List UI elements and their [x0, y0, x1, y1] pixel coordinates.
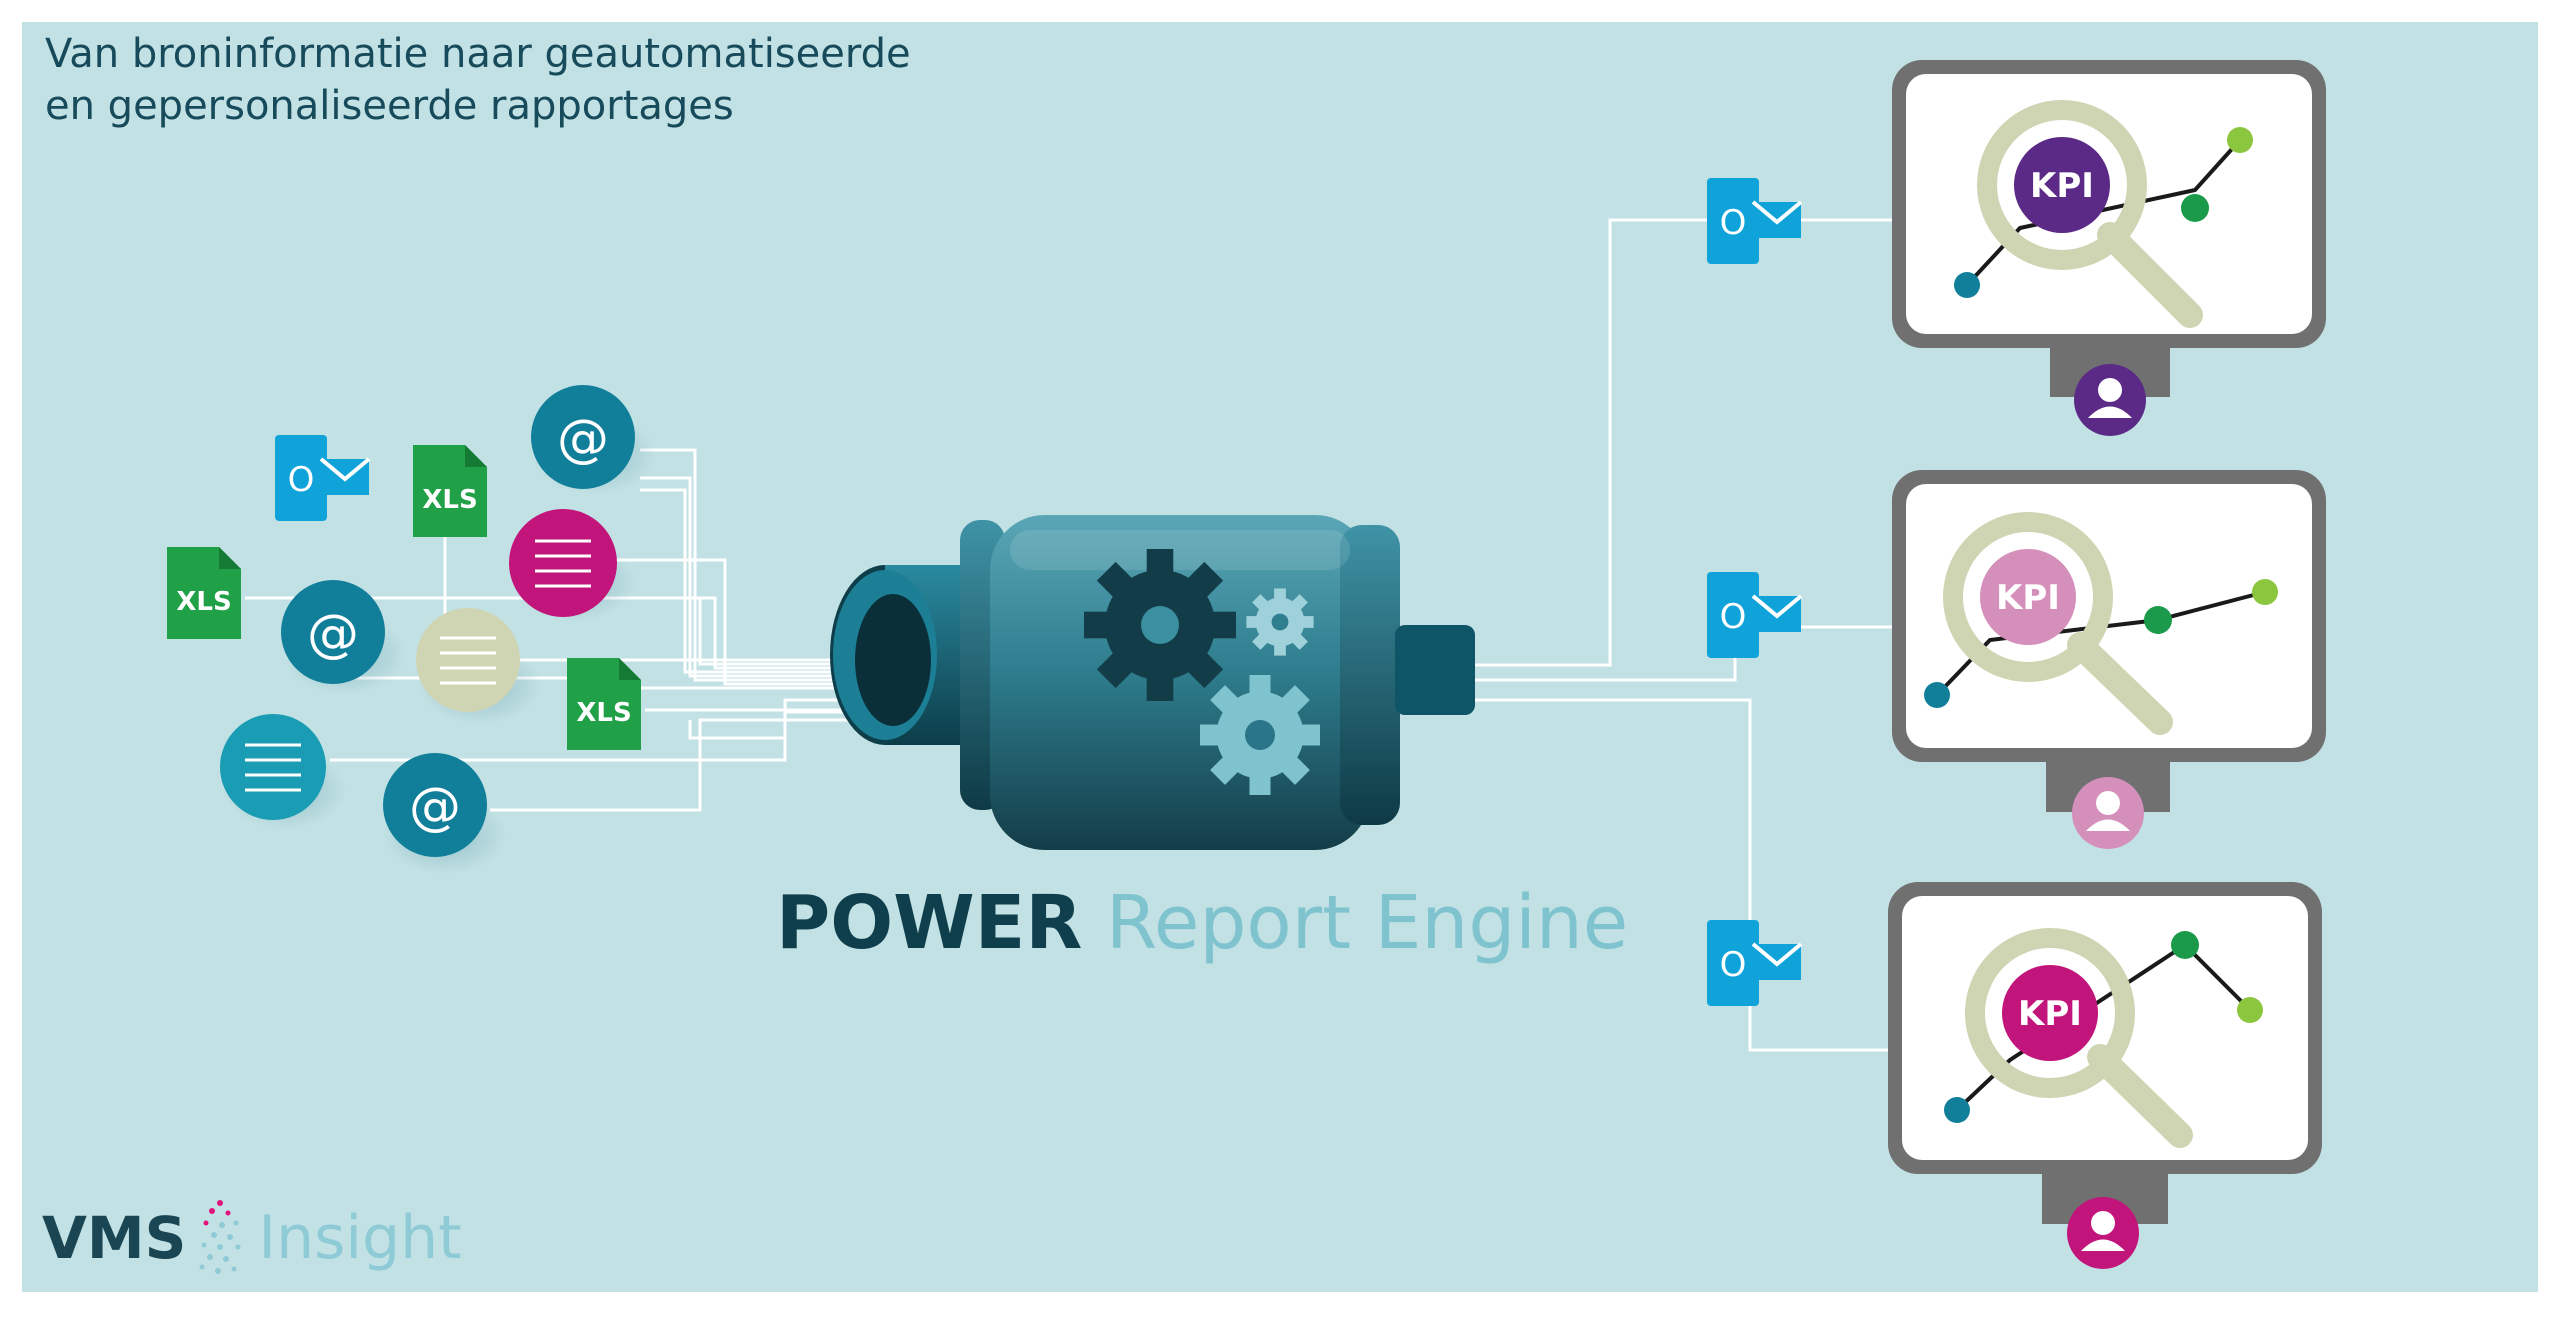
at-symbol: @: [557, 409, 609, 469]
document-icon-magenta: [509, 509, 617, 617]
source-outlook-icon: O: [275, 435, 371, 521]
vms-insight-logo: VMS Insight: [42, 1195, 462, 1281]
magnifier-handle: [2067, 632, 2173, 735]
kpi-badge: [2002, 965, 2098, 1061]
report-engine-machine: [830, 515, 1475, 850]
engine-title: POWER Report Engine: [776, 880, 1628, 966]
caption-line-2: en gepersonaliseerde rapportages: [45, 83, 734, 129]
logo-product: Insight: [258, 1203, 462, 1273]
logo-dots-icon: [199, 1200, 241, 1274]
kpi-label: KPI: [2030, 166, 2094, 206]
xls-label: XLS: [576, 698, 631, 728]
output-outlook-icon-1: O: [1707, 178, 1803, 264]
xls-label: XLS: [176, 587, 231, 617]
magnifier-icon: [1943, 512, 2113, 682]
xls-label: XLS: [422, 485, 477, 515]
gear-large-icon: [1084, 549, 1236, 701]
logo-brand: VMS: [42, 1204, 187, 1272]
report-monitor-3: KPI: [1888, 882, 2322, 1269]
outlook-letter: O: [1720, 597, 1747, 637]
kpi-label: KPI: [2018, 994, 2082, 1034]
at-symbol: @: [409, 777, 461, 837]
at-email-icon-3: @: [383, 753, 487, 857]
document-icon-sage: [416, 608, 520, 712]
magnifier-handle: [2087, 1044, 2193, 1148]
outlook-letter: O: [288, 460, 315, 500]
at-email-icon-1: @: [531, 385, 635, 489]
engine-title-light: Report Engine: [1105, 880, 1629, 966]
at-symbol: @: [307, 604, 359, 664]
magnifier-icon: [1977, 100, 2147, 270]
output-outlook-icon-3: O: [1707, 920, 1803, 1006]
output-outlook-icon-2: O: [1707, 572, 1803, 658]
report-monitor-1: KPI: [1892, 60, 2326, 436]
gear-medium-icon: [1200, 675, 1320, 795]
engine-title-bold: POWER: [776, 880, 1083, 966]
outlook-letter: O: [1720, 203, 1747, 243]
caption-line-1: Van broninformatie naar geautomatiseerde: [45, 31, 911, 77]
magnifier-icon: [1965, 928, 2135, 1098]
magnifier-handle: [2097, 222, 2203, 328]
xls-file-icon-2: XLS: [167, 547, 241, 639]
xls-file-icon-3: XLS: [567, 658, 641, 750]
kpi-label: KPI: [1996, 578, 2060, 618]
xls-file-icon-1: XLS: [413, 445, 487, 537]
outlook-letter: O: [1720, 945, 1747, 985]
report-monitor-2: KPI: [1892, 470, 2326, 849]
document-icon-teal: [220, 714, 326, 820]
kpi-badge: [2014, 137, 2110, 233]
gear-small-icon: [1246, 588, 1314, 656]
diagram-caption: Van broninformatie naar geautomatiseerde…: [45, 28, 911, 132]
kpi-badge: [1980, 549, 2076, 645]
at-email-icon-2: @: [281, 580, 385, 684]
